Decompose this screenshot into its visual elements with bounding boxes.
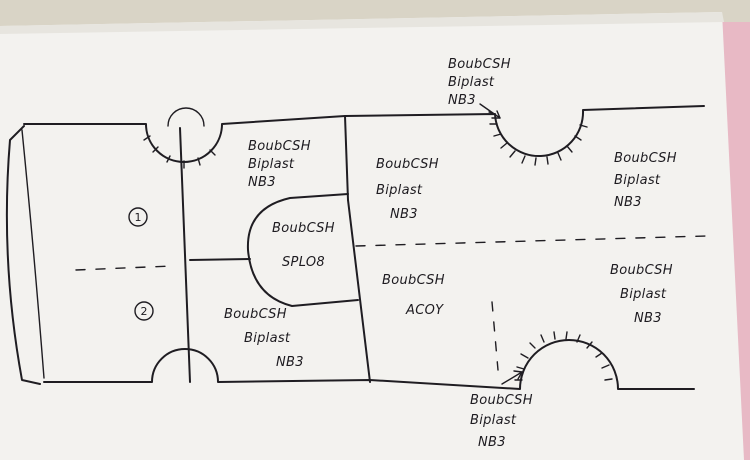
hatch-top-left <box>143 135 216 169</box>
marker-2-circle <box>134 301 154 321</box>
svg-text:SPLO8: SPLO8 <box>282 255 325 270</box>
svg-text:Biplast: Biplast <box>614 173 661 188</box>
paper-shadow <box>0 12 724 34</box>
svg-text:BoubCSH: BoubCSH <box>224 307 287 322</box>
label-room-d: BoubCSH Biplast NB3 <box>224 307 304 370</box>
svg-text:Biplast: Biplast <box>470 413 517 428</box>
top-left-column <box>167 107 205 127</box>
svg-text:BoubCSH: BoubCSH <box>376 157 439 172</box>
svg-text:Biplast: Biplast <box>448 75 495 90</box>
label-room-b: BoubCSH Biplast NB3 <box>376 157 439 222</box>
paper-sheet <box>0 12 744 460</box>
svg-text:BoubCSH: BoubCSH <box>382 273 445 288</box>
label-splo8: BoubCSH SPLO8 <box>272 221 335 270</box>
svg-text:NB3: NB3 <box>276 355 304 370</box>
label-room-c: BoubCSH Biplast NB3 <box>614 151 677 210</box>
svg-text:Biplast: Biplast <box>244 331 291 346</box>
wall-v1 <box>179 127 191 383</box>
svg-text:BoubCSH: BoubCSH <box>610 263 673 278</box>
wall-v3 <box>347 199 371 383</box>
label-top-arrow: BoubCSH Biplast NB3 <box>448 57 511 108</box>
svg-text:BoubCSH: BoubCSH <box>248 139 311 154</box>
marker-1-circle <box>128 207 148 227</box>
svg-text:Biplast: Biplast <box>376 183 423 198</box>
bottom-wall <box>43 339 695 390</box>
label-room-e: BoubCSH Biplast NB3 <box>610 263 673 326</box>
svg-text:ACOY: ACOY <box>405 303 444 318</box>
arrow-top <box>479 103 501 119</box>
svg-text:NB3: NB3 <box>478 435 506 450</box>
wall-v2 <box>344 115 349 201</box>
svg-text:NB3: NB3 <box>614 195 642 210</box>
svg-text:NB3: NB3 <box>634 311 662 326</box>
svg-text:BoubCSH: BoubCSH <box>448 57 511 72</box>
label-room-a: BoubCSH Biplast NB3 <box>248 139 311 190</box>
dashed-line-left <box>75 265 173 271</box>
arrow-bottom <box>501 371 523 385</box>
svg-text:NB3: NB3 <box>390 207 418 222</box>
svg-text:NB3: NB3 <box>248 175 276 190</box>
left-wall <box>5 125 41 385</box>
splo8-room <box>246 193 359 307</box>
hatch-bottom-right <box>514 331 613 381</box>
wall-h1 <box>189 258 251 261</box>
svg-text:BoubCSH: BoubCSH <box>470 393 533 408</box>
svg-text:BoubCSH: BoubCSH <box>614 151 677 166</box>
svg-text:Biplast: Biplast <box>248 157 295 172</box>
arrow-top-head <box>491 110 501 119</box>
label-bottom-arrow: BoubCSH Biplast NB3 <box>470 393 533 450</box>
marker-1: 1 <box>135 211 142 224</box>
inner-left-wall <box>21 129 45 379</box>
label-acoy: BoubCSH ACOY <box>382 273 445 318</box>
marker-2: 2 <box>141 305 148 318</box>
svg-text:BoubCSH: BoubCSH <box>272 221 335 236</box>
svg-text:NB3: NB3 <box>448 93 476 108</box>
svg-text:Biplast: Biplast <box>620 287 667 302</box>
arrow-bottom-head <box>513 370 523 380</box>
